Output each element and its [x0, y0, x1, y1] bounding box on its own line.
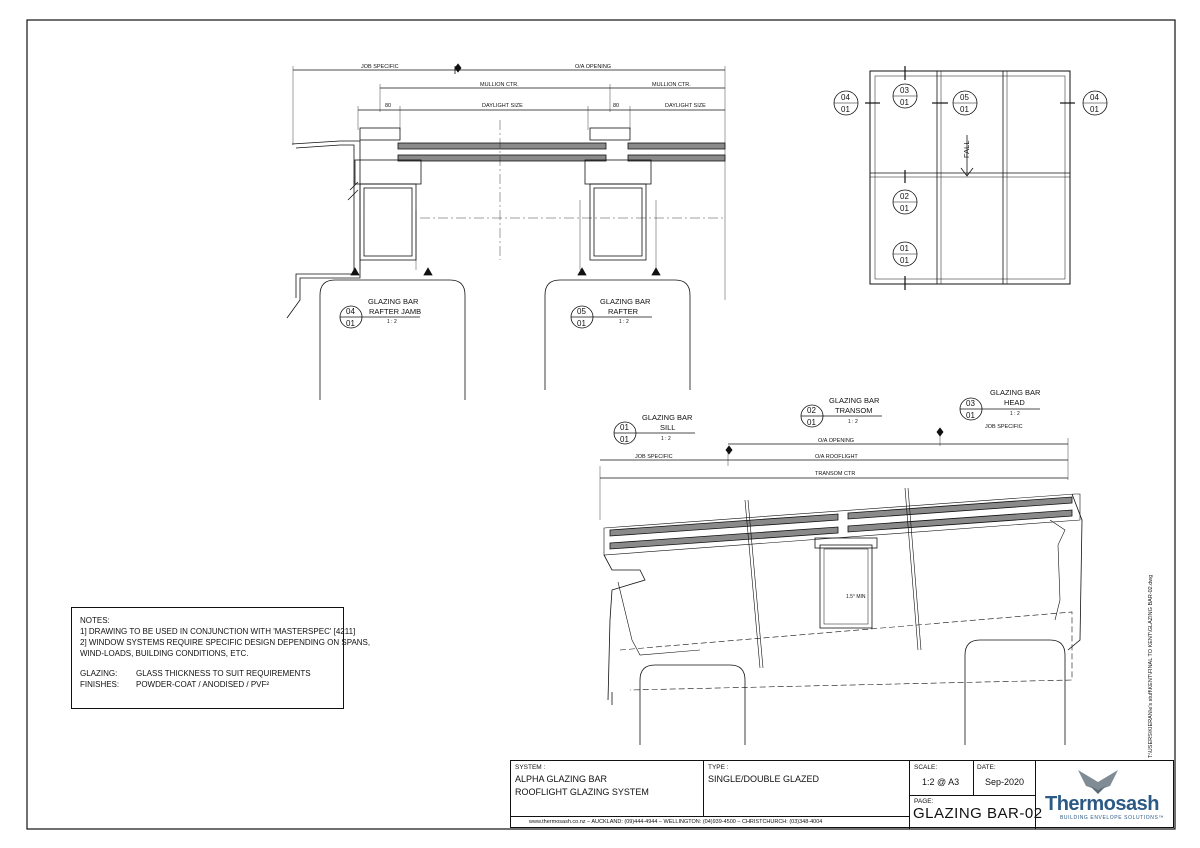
system-caption: SYSTEM : [515, 764, 546, 771]
key-plan [865, 66, 1075, 290]
detail-05-title1: GLAZING BAR [600, 297, 651, 306]
dim-oa-opening: O/A OPENING [575, 64, 611, 70]
key-plan-marker-01: 01 01 [892, 241, 918, 267]
detail-05-number: 05 [577, 307, 586, 316]
title-block: SYSTEM : ALPHA GLAZING BAR ROOFLIGHT GLA… [510, 760, 1174, 829]
marker-number: 03 [900, 86, 909, 95]
system-line-2: ROOFLIGHT GLAZING SYSTEM [515, 787, 649, 797]
marker-number: 01 [900, 244, 909, 253]
rafter-section-drawing [286, 63, 726, 400]
marker-sheet: 01 [900, 204, 909, 213]
detail-04-title2: RAFTER JAMB [369, 307, 421, 316]
dim-80-1: 80 [385, 103, 391, 109]
notes-glazing-value: GLASS THICKNESS TO SUIT REQUIREMENTS [136, 669, 311, 678]
marker-sheet: 01 [900, 98, 909, 107]
thermosash-logo-name: Thermosash [1045, 793, 1159, 815]
detail-05-sheet: 01 [577, 319, 586, 328]
detail-label-05: 05 01 GLAZING BAR RAFTER 1 : 2 [570, 297, 652, 329]
detail-05-scale: 1 : 2 [619, 319, 629, 325]
marker-sheet: 01 [1090, 105, 1099, 114]
notes-finishes-row: FINISHES: POWDER-COAT / ANODISED / PVF² [80, 679, 335, 690]
notes-glazing-key: GLAZING: [80, 669, 118, 678]
detail-02-title2: TRANSOM [835, 406, 873, 415]
thermosash-logo-tagline: BUILDING ENVELOPE SOLUTIONS™ [1060, 815, 1165, 821]
page-caption: PAGE: [914, 798, 934, 805]
marker-sheet: 01 [841, 105, 850, 114]
detail-04-sheet: 01 [346, 319, 355, 328]
bottom-section-dims: O/A OPENING JOB SPECIFIC JOB SPECIFIC O/… [635, 424, 1023, 600]
detail-03-number: 03 [966, 399, 975, 408]
marker-number: 05 [960, 93, 969, 102]
notes-line-3: WIND-LOADS, BUILDING CONDITIONS, ETC. [80, 649, 249, 658]
scale-caption: SCALE: [914, 764, 938, 771]
date-value: Sep-2020 [985, 777, 1025, 787]
detail-04-number: 04 [346, 307, 355, 316]
dim-min-slope: 1.5° MIN [846, 594, 866, 600]
marker-number: 04 [841, 93, 850, 102]
date-caption: DATE: [977, 764, 996, 771]
dim-job-specific-left: JOB SPECIFIC [635, 454, 673, 460]
detail-label-04: 04 01 GLAZING BAR RAFTER JAMB 1 : 2 [339, 297, 421, 329]
dim-transom-ctr: TRANSOM CTR [815, 471, 855, 477]
notes-finishes-key: FINISHES: [80, 680, 120, 689]
detail-02-sheet: 01 [807, 418, 816, 427]
dim-job-specific: JOB SPECIFIC [361, 64, 399, 70]
detail-03-scale: 1 : 2 [1010, 411, 1020, 417]
thermosash-logo-mark [1078, 770, 1118, 794]
sheet-border [26, 19, 1176, 830]
dim-mullion-ctr-1: MULLION CTR. [480, 82, 519, 88]
detail-04-scale: 1 : 2 [387, 319, 397, 325]
detail-05-title2: RAFTER [608, 307, 639, 316]
system-line-1: ALPHA GLAZING BAR [515, 774, 608, 784]
detail-01-title2: SILL [660, 423, 675, 432]
dim-oa-rooflight: O/A ROOFLIGHT [815, 454, 858, 460]
detail-01-title1: GLAZING BAR [642, 413, 693, 422]
dim-mullion-ctr-2: MULLION CTR. [652, 82, 691, 88]
notes-heading: NOTES: [80, 616, 110, 625]
detail-04-title1: GLAZING BAR [368, 297, 419, 306]
detail-03-title1: GLAZING BAR [990, 388, 1041, 397]
marker-sheet: 01 [960, 105, 969, 114]
detail-03-title2: HEAD [1004, 398, 1025, 407]
contacts-line: www.thermosash.co.nz – AUCKLAND: (09)444… [529, 819, 823, 825]
marker-number: 04 [1090, 93, 1099, 102]
scale-value: 1:2 @ A3 [922, 777, 960, 787]
detail-label-03: 03 01 GLAZING BAR HEAD 1 : 2 [959, 388, 1041, 421]
type-value: SINGLE/DOUBLE GLAZED [708, 774, 820, 784]
key-plan-fall-label: FALL [962, 140, 971, 158]
key-plan-marker-05: 05 01 [952, 90, 978, 116]
detail-01-number: 01 [620, 423, 629, 432]
file-path-label: T:\USERS\KIERAN\e's stuff\KENT\FINAL TO … [1148, 574, 1154, 758]
type-caption: TYPE : [708, 764, 729, 771]
marker-sheet: 01 [900, 256, 909, 265]
key-plan-marker-04-right: 04 01 [1082, 90, 1108, 116]
detail-02-scale: 1 : 2 [848, 419, 858, 425]
rafter-section-dims: JOB SPECIFIC O/A OPENING MULLION CTR. MU… [361, 64, 706, 109]
notes-finishes-value: POWDER-COAT / ANODISED / PVF² [136, 680, 270, 689]
dim-job-specific-right: JOB SPECIFIC [985, 424, 1023, 430]
notes-glazing-row: GLAZING: GLASS THICKNESS TO SUIT REQUIRE… [80, 668, 335, 679]
key-plan-marker-04-left: 04 01 [833, 90, 859, 116]
dim-80-2: 80 [613, 103, 619, 109]
detail-label-02: 02 01 GLAZING BAR TRANSOM 1 : 2 [800, 396, 882, 428]
marker-number: 02 [900, 192, 909, 201]
notes-line-1: 1] DRAWING TO BE USED IN CONJUNCTION WIT… [80, 627, 356, 636]
detail-02-title1: GLAZING BAR [829, 396, 880, 405]
dim-daylight-2: DAYLIGHT SIZE [665, 103, 706, 109]
dim-oa-opening-bottom: O/A OPENING [818, 438, 854, 444]
detail-01-sheet: 01 [620, 435, 629, 444]
detail-label-01: 01 01 GLAZING BAR SILL 1 : 2 [613, 413, 695, 445]
notes-line-2: 2] WINDOW SYSTEMS REQUIRE SPECIFIC DESIG… [80, 638, 371, 647]
detail-03-sheet: 01 [966, 411, 975, 420]
dim-daylight-1: DAYLIGHT SIZE [482, 103, 523, 109]
notes-box: NOTES: 1] DRAWING TO BE USED IN CONJUNCT… [71, 607, 371, 709]
sill-transom-head-section-drawing [599, 427, 1083, 745]
key-plan-marker-02: 02 01 [892, 189, 918, 215]
detail-02-number: 02 [807, 406, 816, 415]
detail-01-scale: 1 : 2 [661, 436, 671, 442]
page-value: GLAZING BAR-02 [913, 805, 1043, 822]
key-plan-marker-03: 03 01 [892, 83, 918, 109]
